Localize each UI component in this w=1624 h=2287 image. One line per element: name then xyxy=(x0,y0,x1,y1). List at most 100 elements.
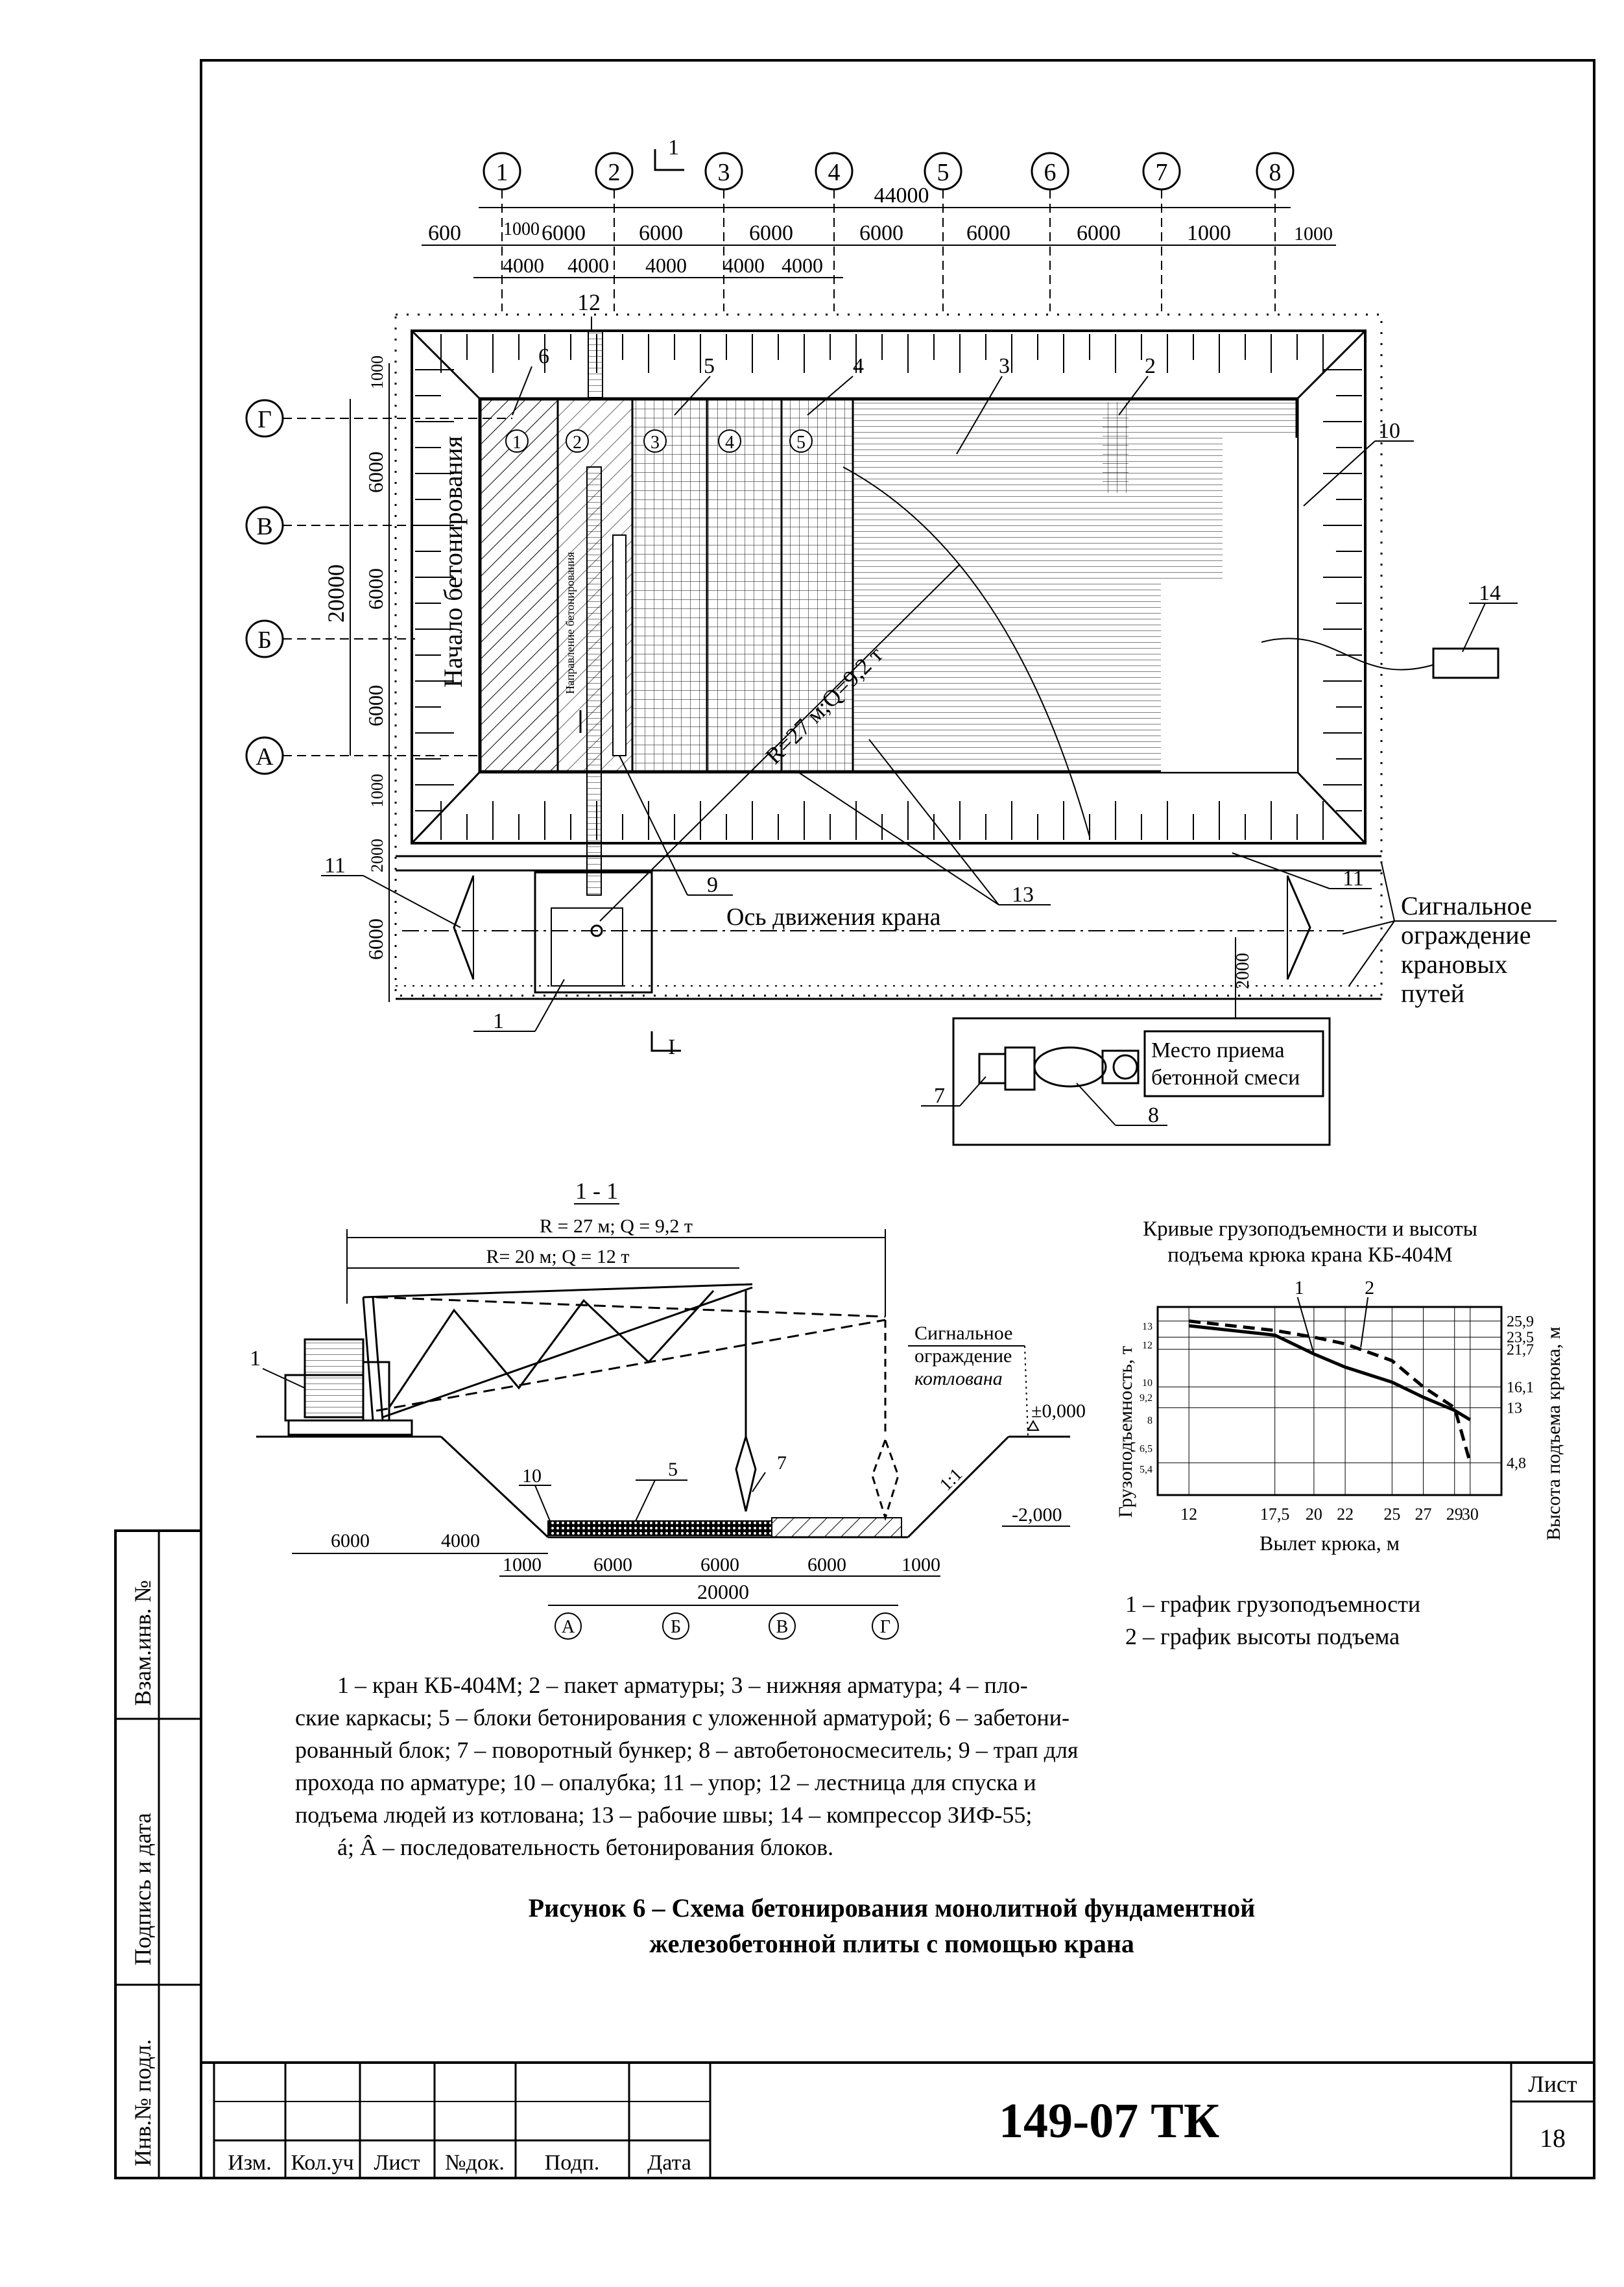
legend-2: 2 – график высоты подъема xyxy=(1125,1623,1400,1649)
callout-10: 10 xyxy=(1378,419,1400,443)
section-axis-G: Г xyxy=(880,1617,890,1637)
callout-3: 3 xyxy=(999,354,1010,378)
dim-6000-a: 6000 xyxy=(542,221,586,245)
chart-xlabel: Вылет крюка, м xyxy=(1260,1531,1400,1555)
chart-title-2: подъема крюка крана КБ-404М xyxy=(1167,1243,1452,1267)
block-num-3: 3 xyxy=(651,433,660,453)
svg-text:путей: путей xyxy=(1401,979,1464,1008)
axis-A: А xyxy=(256,743,274,771)
dim-6000-c: 6000 xyxy=(749,221,793,245)
left-dim-20000: 20000 xyxy=(323,564,349,623)
chart-ytick-left-5: 6,5 xyxy=(1140,1444,1152,1455)
sheet-number: 18 xyxy=(1540,2124,1566,2153)
left-dim-1000-bottom: 1000 xyxy=(368,774,387,808)
callout-5: 5 xyxy=(704,354,715,378)
rebar-package xyxy=(1103,402,1128,493)
callout-6: 6 xyxy=(538,344,549,368)
callout-14: 14 xyxy=(1479,581,1501,605)
block-num-4: 4 xyxy=(725,433,734,453)
callout-4: 4 xyxy=(853,354,864,378)
chart-xtick-0: 12 xyxy=(1180,1505,1197,1524)
callout-11-left: 11 xyxy=(324,854,346,878)
section-callout-10: 10 xyxy=(522,1465,542,1487)
signal-fence-label: Сигнальное ограждение крановых путей xyxy=(1401,891,1532,1008)
svg-text:Рисунок 6 – Схема бетонировани: Рисунок 6 – Схема бетонирования монолитн… xyxy=(529,1893,1256,1922)
walkway-plan xyxy=(612,534,627,756)
axis-V: В xyxy=(256,513,272,540)
section-dim-6000: 6000 xyxy=(331,1530,370,1551)
crane-axis-label: Ось движения крана xyxy=(726,904,941,931)
svg-text:1000: 1000 xyxy=(1294,223,1333,245)
svg-text:крановых: крановых xyxy=(1401,950,1507,979)
chart-ytick-left-3: 9,2 xyxy=(1140,1393,1152,1404)
dim-6000-g: 1000 xyxy=(1187,221,1231,245)
title-block: Изм. Кол.уч Лист №док. Подп. Дата 149-07… xyxy=(201,2061,1594,2178)
svg-text:подъема людей из котлована; 13: подъема людей из котлована; 13 – рабочие… xyxy=(295,1802,1032,1828)
axis-6: 6 xyxy=(1044,159,1057,186)
chart-ytick-left-2: 10 xyxy=(1142,1378,1152,1389)
figure-caption: Рисунок 6 – Схема бетонирования монолитн… xyxy=(529,1893,1256,1958)
chart-ylabel-left: Грузоподъемность, т xyxy=(1115,1346,1136,1518)
chart-ytick-right-2: 21,7 xyxy=(1507,1341,1534,1358)
left-dim-6000-4: 6000 xyxy=(364,918,387,960)
dim-600: 600 xyxy=(428,221,461,245)
plan-view: 1 2 3 4 5 6 7 8 1 44000 600 1000 6000 60… xyxy=(245,136,1557,1146)
col-kol: Кол.уч xyxy=(291,2151,353,2175)
col-izm: Изм. xyxy=(228,2151,272,2175)
dim-6000-f: 6000 xyxy=(1077,221,1121,245)
svg-text:котлована: котлована xyxy=(914,1368,1003,1389)
crane-base-plan xyxy=(534,871,653,994)
right-dim-2000: 2000 xyxy=(1233,953,1253,989)
left-dim-1000-top: 1000 xyxy=(368,355,387,389)
callout-7: 7 xyxy=(934,1084,945,1108)
axis-B: Б xyxy=(257,627,272,654)
section-dim-1000-right: 1000 xyxy=(902,1554,940,1575)
col-ndok: №док. xyxy=(445,2151,505,2175)
concrete-place-1: Место приема xyxy=(1151,1038,1285,1062)
callout-12: 12 xyxy=(577,289,601,315)
level-bottom: -2,000 xyxy=(1012,1504,1062,1526)
chart-ytick-left-4: 8 xyxy=(1147,1415,1152,1426)
section-mark-top: 1 xyxy=(668,136,679,160)
svg-text:рованный блок; 7 – поворотный: рованный блок; 7 – поворотный бункер; 8 … xyxy=(295,1737,1078,1763)
chart-ytick-left-6: 5,4 xyxy=(1140,1464,1152,1475)
legend-1: 1 – график грузоподъемности xyxy=(1125,1591,1420,1617)
crane-boom-plan xyxy=(586,466,602,896)
ladder xyxy=(588,330,603,400)
axis-1: 1 xyxy=(496,159,508,186)
section-axis-V: В xyxy=(776,1617,789,1637)
col-podp: Подп. xyxy=(545,2151,600,2175)
load-chart: Кривые грузоподъемности и высоты подъема… xyxy=(1115,1217,1564,1649)
axis-5: 5 xyxy=(937,159,949,186)
chart-ytick-right-4: 13 xyxy=(1507,1400,1522,1417)
crane-radius-arc xyxy=(842,466,1090,837)
side-sign: Подпись и дата xyxy=(130,1813,156,1965)
chart-ytick-left-1: 12 xyxy=(1142,1340,1152,1351)
sub-dim-4: 4000 xyxy=(723,254,765,277)
chart-xtick-7: 30 xyxy=(1462,1505,1479,1524)
slab-rebar xyxy=(547,1520,772,1536)
col-data: Дата xyxy=(647,2151,691,2175)
block-concreted xyxy=(479,398,559,773)
block-4 xyxy=(706,398,783,773)
section-dim-6000-3: 6000 xyxy=(807,1554,846,1575)
axis-2: 2 xyxy=(608,159,621,186)
axis-G: Г xyxy=(257,406,272,433)
chart-series-label-2: 2 xyxy=(1365,1277,1374,1299)
section-callout-7: 7 xyxy=(777,1452,787,1474)
section-dim-20000: 20000 xyxy=(697,1580,749,1603)
concrete-place-2: бетонной смеси xyxy=(1151,1066,1300,1090)
doc-code: 149-07 ТК xyxy=(999,2094,1219,2148)
svg-text:ские каркасы; 5 – блоки бетони: ские каркасы; 5 – блоки бетонирования с … xyxy=(295,1705,1069,1730)
compressor xyxy=(1432,647,1499,679)
chart-xtick-6: 29 xyxy=(1446,1505,1463,1524)
svg-text:1 – кран КБ-404М; 2 – пакет ар: 1 – кран КБ-404М; 2 – пакет арматуры; 3 … xyxy=(337,1672,1028,1698)
chart-ytick-right-1: 23,5 xyxy=(1507,1330,1534,1347)
dim-total-44000: 44000 xyxy=(874,184,929,208)
dim-6000-d: 6000 xyxy=(859,221,903,245)
section-dim-1000-left: 1000 xyxy=(503,1554,542,1575)
chart-series-1 xyxy=(1188,1324,1472,1422)
chart-ytick-left-0: 13 xyxy=(1142,1321,1152,1332)
section-callout-5: 5 xyxy=(668,1459,678,1480)
